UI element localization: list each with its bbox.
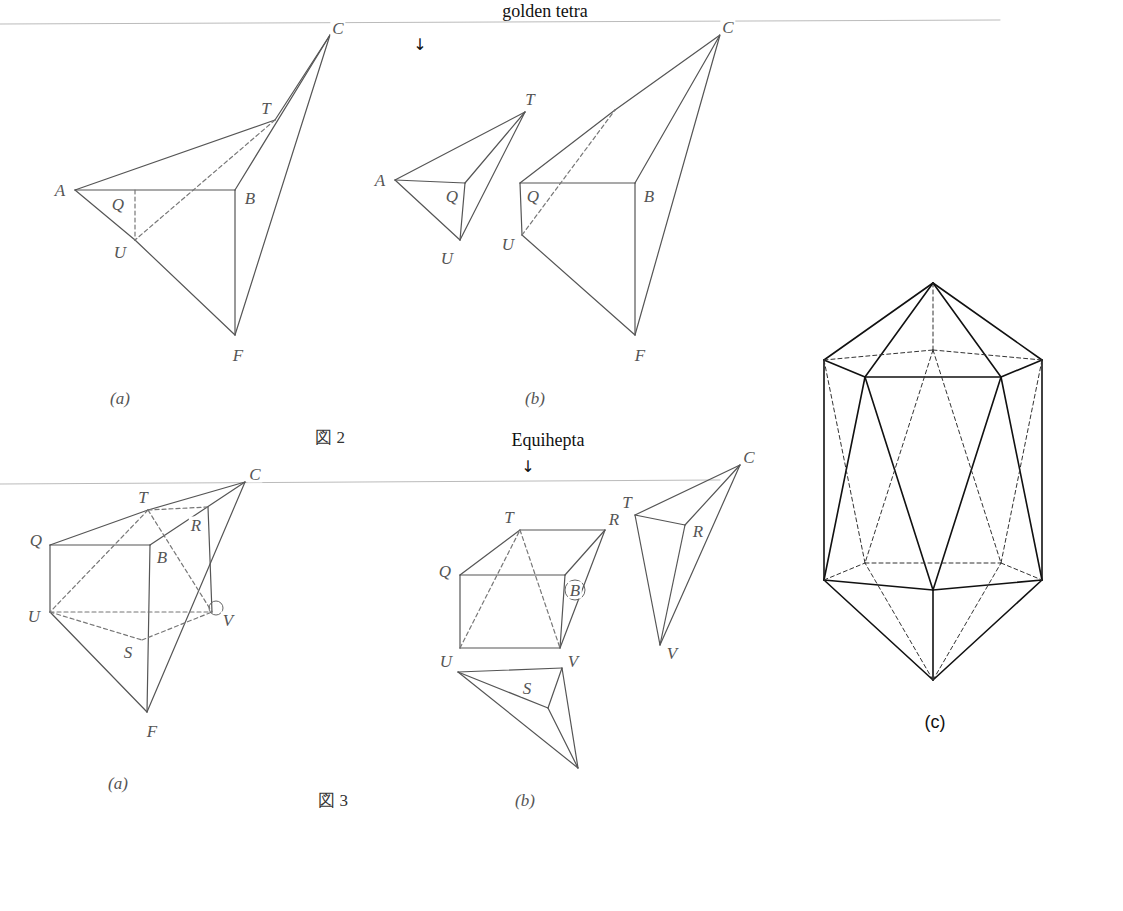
vertex-label: U <box>26 608 42 625</box>
tetra-pieces-sketch <box>395 35 720 335</box>
vertex-label: T <box>136 489 149 506</box>
vertex-label: C <box>247 466 262 483</box>
vertex-label: U <box>439 250 455 267</box>
figure-heading: golden tetra <box>500 2 589 20</box>
vertex-label: A <box>53 182 67 199</box>
vertex-label: F <box>231 347 245 364</box>
vertex-label: T <box>259 100 272 117</box>
vertex-label: Q <box>444 188 460 205</box>
vertex-label: S <box>122 644 135 661</box>
vertex-label: B <box>642 188 656 205</box>
tetra-sketch <box>75 35 330 335</box>
vertex-label: C <box>741 449 756 466</box>
vertex-label: T <box>502 509 515 526</box>
subfigure-tag: (a) <box>108 390 132 407</box>
tetra-dissection-sketch <box>50 482 245 712</box>
vertex-label: Q <box>28 532 44 549</box>
vertex-label: C <box>330 20 345 37</box>
vertex-label: F <box>145 723 159 740</box>
pointer-arrow: ↓ <box>519 459 536 475</box>
vertex-label: B <box>243 190 257 207</box>
subfigure-tag: (b) <box>513 792 537 809</box>
vertex-label: R <box>189 517 203 534</box>
vertex-label: U <box>438 653 454 670</box>
figure-number: 図 3 <box>316 792 350 809</box>
dissected-pieces-sketch <box>458 465 740 768</box>
figure-heading: Equihepta <box>510 431 587 449</box>
vertex-label: R <box>691 523 705 540</box>
vertex-label: A <box>373 172 387 189</box>
vertex-label: V <box>221 612 235 629</box>
vertex-label: V <box>566 653 580 670</box>
vertex-label: C <box>720 19 735 36</box>
vertex-label: B <box>568 582 582 599</box>
vertex-label: T <box>620 494 633 511</box>
vertex-label: U <box>112 244 128 261</box>
vertex-label: T <box>523 91 536 108</box>
vertex-label: Q <box>110 196 126 213</box>
subfigure-tag: (b) <box>523 390 547 407</box>
subfigure-tag: (c) <box>923 713 948 731</box>
vertex-label: V <box>665 645 679 662</box>
vertex-label: F <box>633 347 647 364</box>
figure-number: 図 2 <box>313 429 347 446</box>
vertex-label: R <box>607 511 621 528</box>
vertex-label: Q <box>437 563 453 580</box>
pointer-arrow: ↓ <box>411 37 428 53</box>
vertex-label: U <box>500 236 516 253</box>
subfigure-tag: (a) <box>106 775 130 792</box>
icosahedron-figure <box>824 283 1042 680</box>
vertex-label: S <box>521 680 534 697</box>
vertex-label: B <box>155 549 169 566</box>
vertex-label: Q <box>525 188 541 205</box>
